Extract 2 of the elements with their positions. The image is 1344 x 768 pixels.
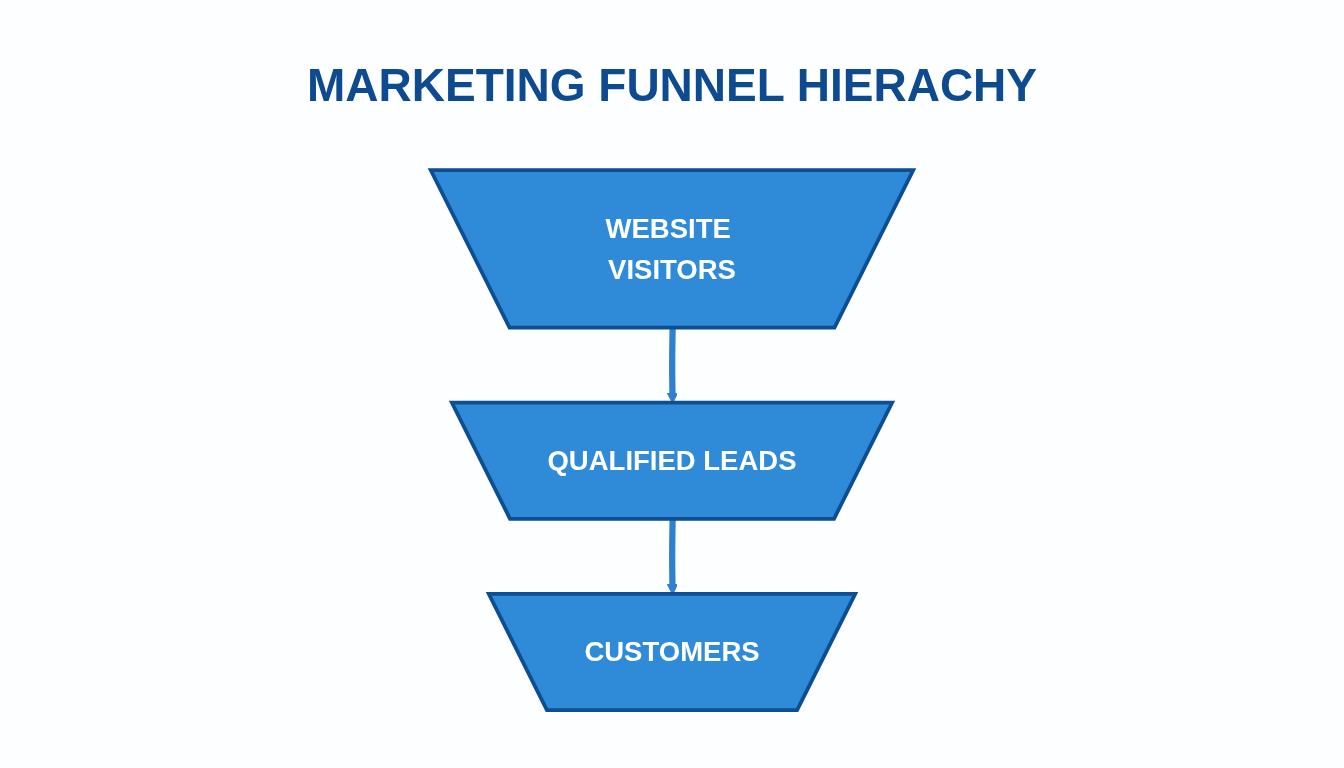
diagram-title: MARKETING FUNNEL HIERACHY (306, 58, 1038, 112)
arrow (666, 328, 678, 404)
